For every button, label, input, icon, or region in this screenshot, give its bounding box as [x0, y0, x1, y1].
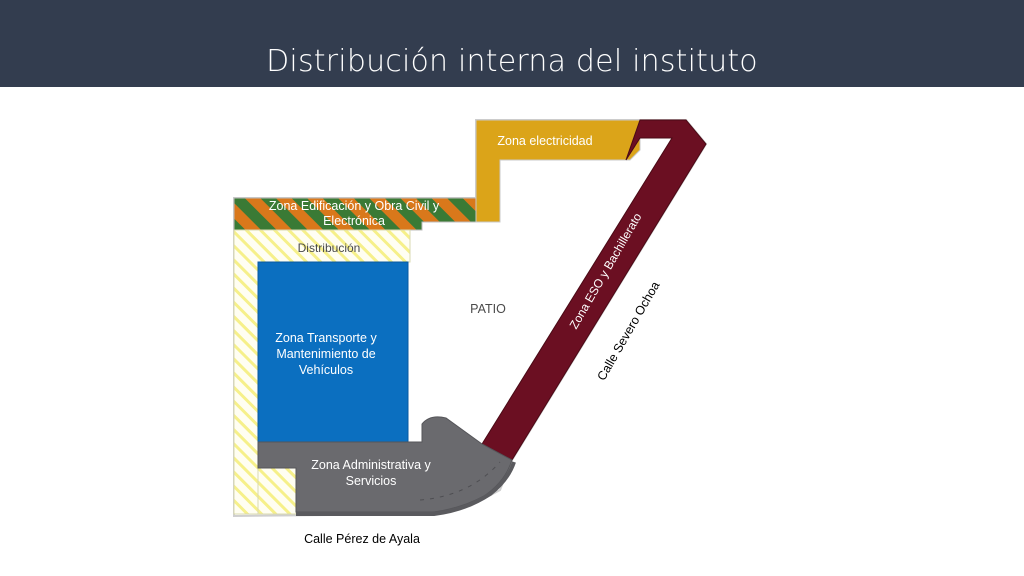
label-transporte-line3: Vehículos	[299, 363, 353, 377]
label-administrativa-line2: Servicios	[346, 474, 397, 488]
page-title: Distribución interna del instituto	[266, 44, 758, 79]
label-transporte-line2: Mantenimiento de	[276, 347, 375, 361]
label-edificacion-line1: Zona Edificación y Obra Civil y	[269, 199, 440, 213]
title-bar	[0, 0, 1024, 87]
label-edificacion-line2: Electrónica	[323, 214, 385, 228]
label-transporte-line1: Zona Transporte y	[275, 331, 377, 345]
label-distribucion: Distribución	[298, 241, 361, 255]
label-patio: PATIO	[470, 302, 506, 316]
label-electricidad: Zona electricidad	[497, 134, 592, 148]
outer-curve-wall	[296, 461, 516, 516]
label-administrativa-line1: Zona Administrativa y	[311, 458, 431, 472]
label-calle-perez-ayala: Calle Pérez de Ayala	[304, 532, 420, 546]
administrativa-curve-detail	[419, 461, 501, 501]
zone-transporte	[257, 261, 409, 443]
zone-distribucion-lower	[257, 467, 297, 515]
zone-administrativa	[257, 416, 513, 513]
